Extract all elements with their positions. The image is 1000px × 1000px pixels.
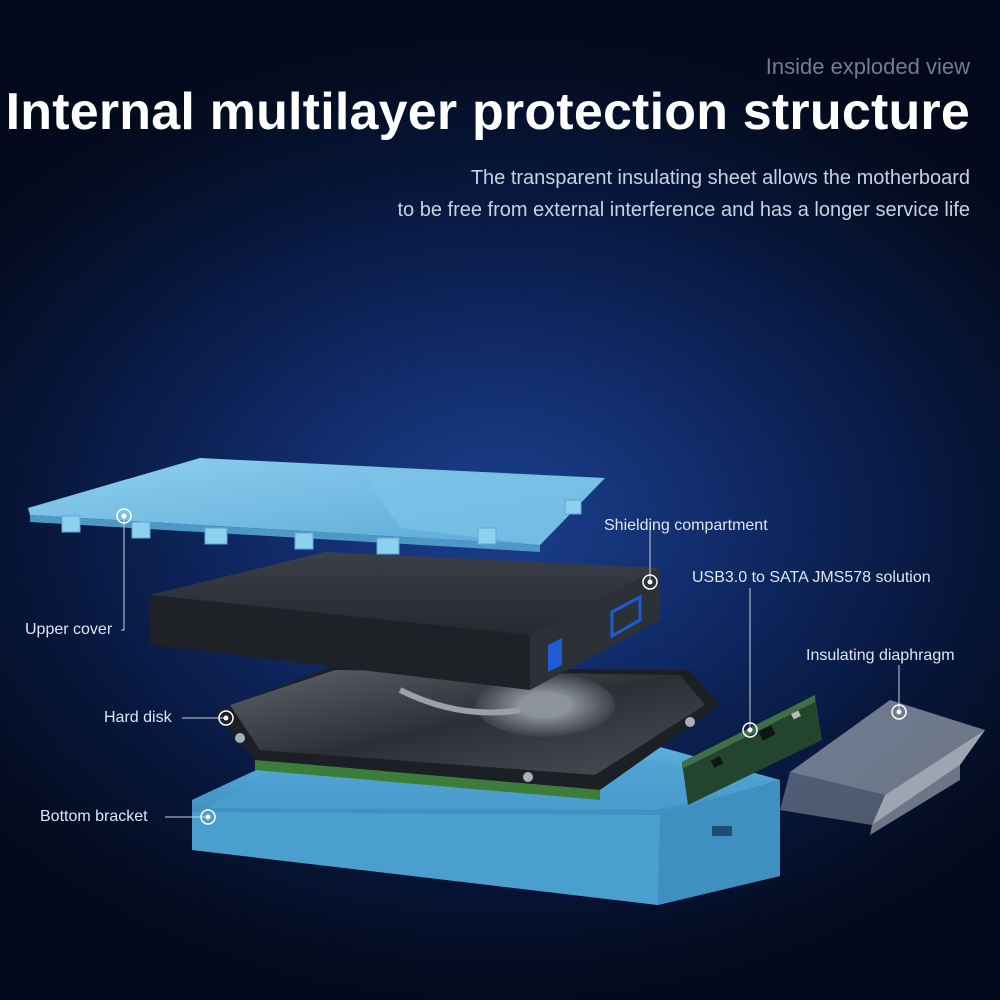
callout-marker-usb-solution: [742, 722, 758, 738]
label-hard-disk: Hard disk: [104, 709, 172, 726]
page-title: Internal multilayer protection structure: [5, 83, 970, 141]
callout-marker-insulating-diaphragm: [891, 704, 907, 720]
label-insulating-diaphragm: Insulating diaphragm: [806, 647, 955, 664]
label-upper-cover: Upper cover: [25, 621, 113, 638]
description-line-1: The transparent insulating sheet allows …: [470, 167, 970, 189]
callout-marker-bottom-bracket: [200, 809, 216, 825]
eyebrow-text: Inside exploded view: [765, 54, 970, 79]
description-line-2: to be free from external interference an…: [397, 199, 970, 221]
shielding-compartment-part: [150, 552, 660, 690]
callout-marker-hard-disk: [218, 710, 234, 726]
upper-cover-part: [28, 458, 605, 555]
label-shielding-compartment: Shielding compartment: [604, 517, 768, 534]
label-bottom-bracket: Bottom bracket: [40, 808, 148, 825]
hard-disk-part: [215, 667, 720, 800]
insulating-diaphragm-part: [780, 700, 985, 835]
callout-marker-upper-cover: [116, 508, 132, 524]
label-usb-solution: USB3.0 to SATA JMS578 solution: [692, 569, 931, 586]
callout-marker-shielding-compartment: [642, 574, 658, 590]
